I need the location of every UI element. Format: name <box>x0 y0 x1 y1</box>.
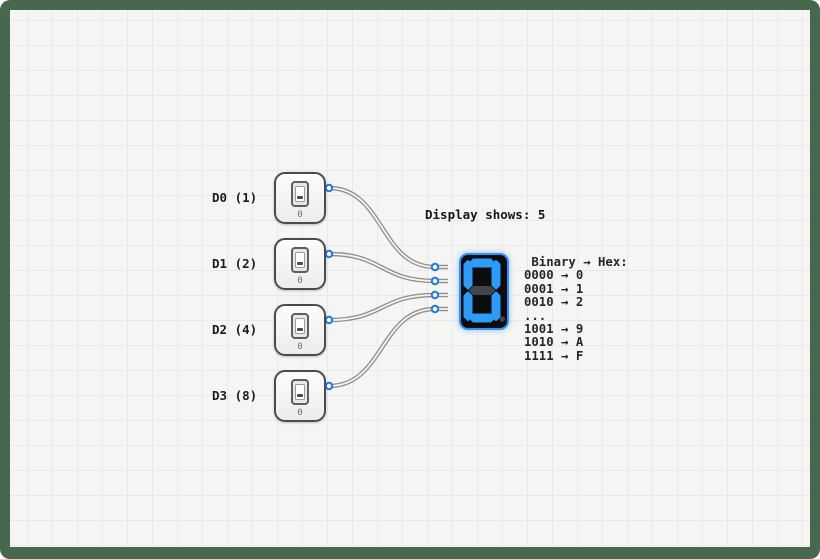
switch-value-d2: 0 <box>297 342 303 352</box>
switch-value-d3: 0 <box>297 408 303 418</box>
legend-line: 0010 → 2 <box>524 295 584 310</box>
wire-d2[interactable] <box>316 292 448 323</box>
switch-label-d1: D1 (2) <box>212 256 258 271</box>
segment-a <box>469 258 495 268</box>
wire-layer <box>316 183 448 391</box>
switch-value-d0: 0 <box>297 210 303 220</box>
legend-line: 1001 → 9 <box>524 322 584 337</box>
display-input-pin-3[interactable] <box>430 290 440 300</box>
legend-line: ... <box>524 308 547 323</box>
seven-segment-display[interactable] <box>459 253 509 330</box>
switch-value-d1: 0 <box>297 276 303 286</box>
segment-f <box>463 260 473 290</box>
rocker-switch-icon <box>291 379 309 405</box>
segment-c <box>491 291 501 321</box>
display-input-pin-4[interactable] <box>430 304 440 314</box>
legend-line: 1010 → A <box>524 335 584 350</box>
output-pin-d0[interactable] <box>324 183 334 193</box>
toggle-switch-d1[interactable]: 0 <box>274 238 326 290</box>
wire-d1[interactable] <box>316 251 448 284</box>
switch-label-d2: D2 (4) <box>212 322 258 337</box>
wire-d3[interactable] <box>316 306 448 389</box>
circuit-canvas[interactable]: D0 (1) D1 (2) D2 (4) D3 (8) 0 0 0 0 Disp… <box>10 10 810 547</box>
display-input-pin-2[interactable] <box>430 276 440 286</box>
display-note: Display shows: 5 <box>425 207 546 222</box>
segment-e <box>463 291 473 321</box>
toggle-switch-d2[interactable]: 0 <box>274 304 326 356</box>
display-input-pin-1[interactable] <box>430 262 440 272</box>
switch-label-d3: D3 (8) <box>212 388 258 403</box>
segment-g <box>469 286 495 295</box>
segment-b <box>491 260 501 290</box>
legend-line: 0000 → 0 <box>524 268 584 283</box>
rocker-switch-icon <box>291 181 309 207</box>
legend-line: Binary → Hex: <box>524 255 628 269</box>
output-pin-d2[interactable] <box>324 315 334 325</box>
legend-line: 0001 → 1 <box>524 281 584 296</box>
segment-d <box>469 313 495 323</box>
toggle-switch-d3[interactable]: 0 <box>274 370 326 422</box>
switch-label-d0: D0 (1) <box>212 190 258 205</box>
toggle-switch-d0[interactable]: 0 <box>274 172 326 224</box>
output-pin-d3[interactable] <box>324 381 334 391</box>
output-pin-d1[interactable] <box>324 249 334 259</box>
legend-line: 1111 → F <box>524 348 584 363</box>
seven-segment-digit <box>463 258 505 323</box>
rocker-switch-icon <box>291 247 309 273</box>
decimal-point <box>499 316 505 322</box>
wire-d0[interactable] <box>316 185 448 270</box>
rocker-switch-icon <box>291 313 309 339</box>
binary-hex-legend: Binary → Hex: 0000 → 0 0001 → 1 0010 → 2… <box>524 255 628 363</box>
